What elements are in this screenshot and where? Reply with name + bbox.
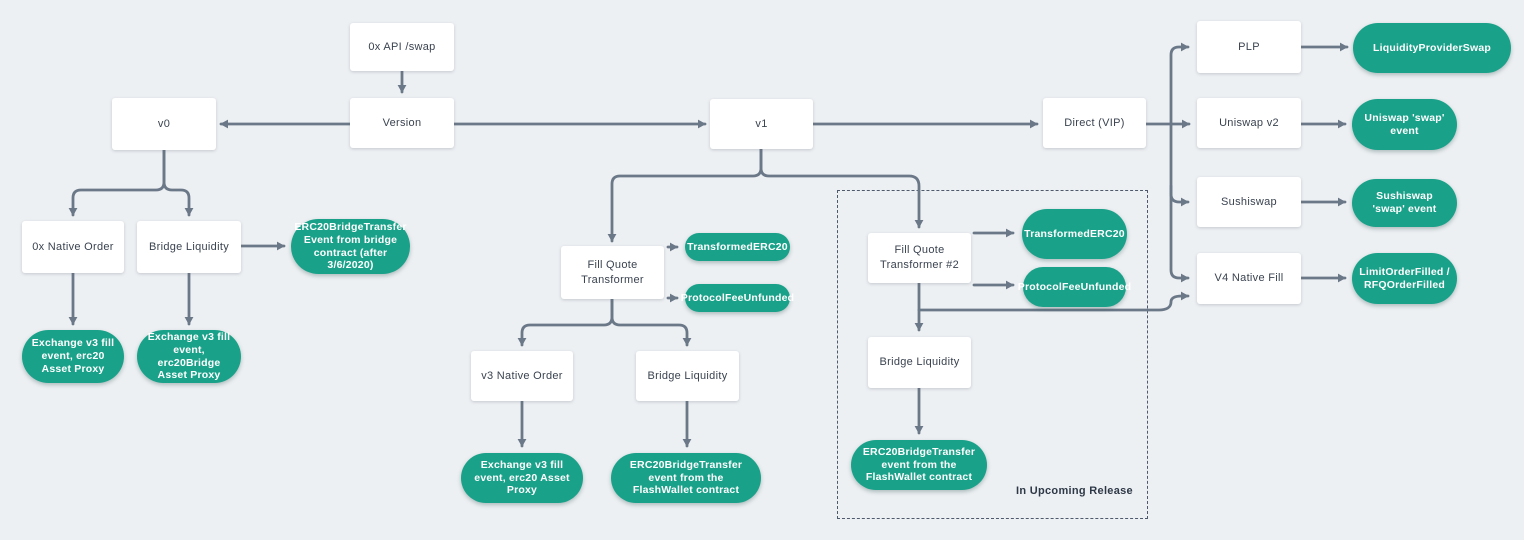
edge-trunk-v4 <box>1169 122 1190 283</box>
edge-fqt-v3-native <box>517 297 614 347</box>
pill-erc20-bridge-transfer-2020: ERC20BridgeTransfer Event from bridge co… <box>291 219 410 274</box>
upcoming-release-caption: In Upcoming Release <box>1016 485 1133 497</box>
node-bridge-liquidity-v0: Bridge Liquidity <box>137 221 241 273</box>
node-v1: v1 <box>710 99 813 149</box>
node-bridge-liquidity-upcoming: Bridge Liquidity <box>868 337 971 388</box>
pill-exchange-v3-erc20bridge-proxy: Exchange v3 fill event, erc20Bridge Asse… <box>137 330 241 383</box>
pill-transformed-erc20-v1: TransformedERC20 <box>685 233 790 261</box>
node-uniswap-v2: Uniswap v2 <box>1197 98 1301 148</box>
node-v4-native-fill: V4 Native Fill <box>1197 253 1301 304</box>
node-direct-vip: Direct (VIP) <box>1043 98 1146 148</box>
pill-exchange-v3-erc20-proxy-v1: Exchange v3 fill event, erc20 Asset Prox… <box>461 453 583 503</box>
edge-v1-fqt <box>607 147 763 243</box>
upcoming-release-region <box>837 190 1148 519</box>
pill-protocol-fee-unfunded-v2: ProtocolFeeUnfunded <box>1018 267 1131 307</box>
pill-uniswap-swap-event: Uniswap 'swap' event <box>1352 99 1457 150</box>
node-sushiswap: Sushiswap <box>1197 177 1301 227</box>
edge-fqt-bridge-liquidity <box>610 297 692 347</box>
edge-trunk-sushiswap <box>1169 184 1190 207</box>
node-fill-quote-transformer: Fill Quote Transformer <box>561 246 664 299</box>
pill-transformed-erc20-v2: TransformedERC20 <box>1022 209 1127 259</box>
edge-trunk-plp <box>1169 42 1190 126</box>
edge-v0-native-order <box>68 148 166 217</box>
node-bridge-liquidity-v1: Bridge Liquidity <box>636 351 739 401</box>
pill-limit-rfq-order-filled: LimitOrderFilled / RFQOrderFilled <box>1352 253 1457 304</box>
node-0x-api-swap: 0x API /swap <box>350 23 454 71</box>
pill-flashwallet-transfer-upcoming: ERC20BridgeTransfer event from the Flash… <box>851 440 987 490</box>
node-version: Version <box>350 98 454 148</box>
node-v0: v0 <box>112 98 216 150</box>
node-plp: PLP <box>1197 21 1301 73</box>
node-0x-native-order: 0x Native Order <box>22 221 124 273</box>
pill-sushiswap-swap-event: Sushiswap 'swap' event <box>1352 179 1457 227</box>
pill-liquidity-provider-swap: LiquidityProviderSwap <box>1353 23 1511 73</box>
pill-exchange-v3-erc20-proxy-v0: Exchange v3 fill event, erc20 Asset Prox… <box>22 330 124 383</box>
pill-protocol-fee-unfunded-v1: ProtocolFeeUnfunded <box>681 284 794 312</box>
node-fill-quote-transformer-2: Fill Quote Transformer #2 <box>868 233 971 283</box>
node-v3-native-order: v3 Native Order <box>471 351 573 401</box>
edge-v0-bridge-liquidity <box>162 148 194 217</box>
pill-flashwallet-transfer-v1: ERC20BridgeTransfer event from the Flash… <box>611 453 761 503</box>
